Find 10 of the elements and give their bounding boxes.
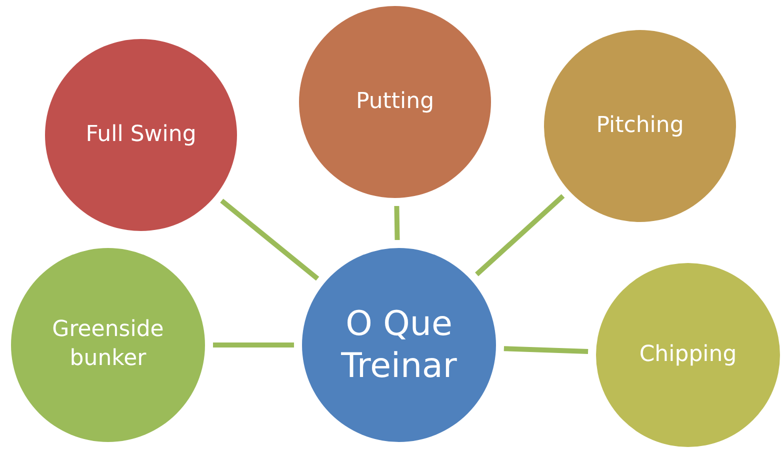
topic-label: Putting bbox=[354, 88, 436, 116]
connector-line bbox=[220, 198, 320, 281]
topic-label: Greenside bunker bbox=[51, 316, 165, 373]
connector-line bbox=[475, 194, 565, 276]
topic-label: Full Swing bbox=[84, 120, 198, 149]
topic-label: Chipping bbox=[638, 340, 738, 369]
topic-label: Pitching bbox=[595, 112, 685, 140]
connector-line bbox=[394, 206, 400, 240]
topic-label: O Que Treinar bbox=[340, 302, 458, 388]
connector-line bbox=[213, 342, 294, 348]
